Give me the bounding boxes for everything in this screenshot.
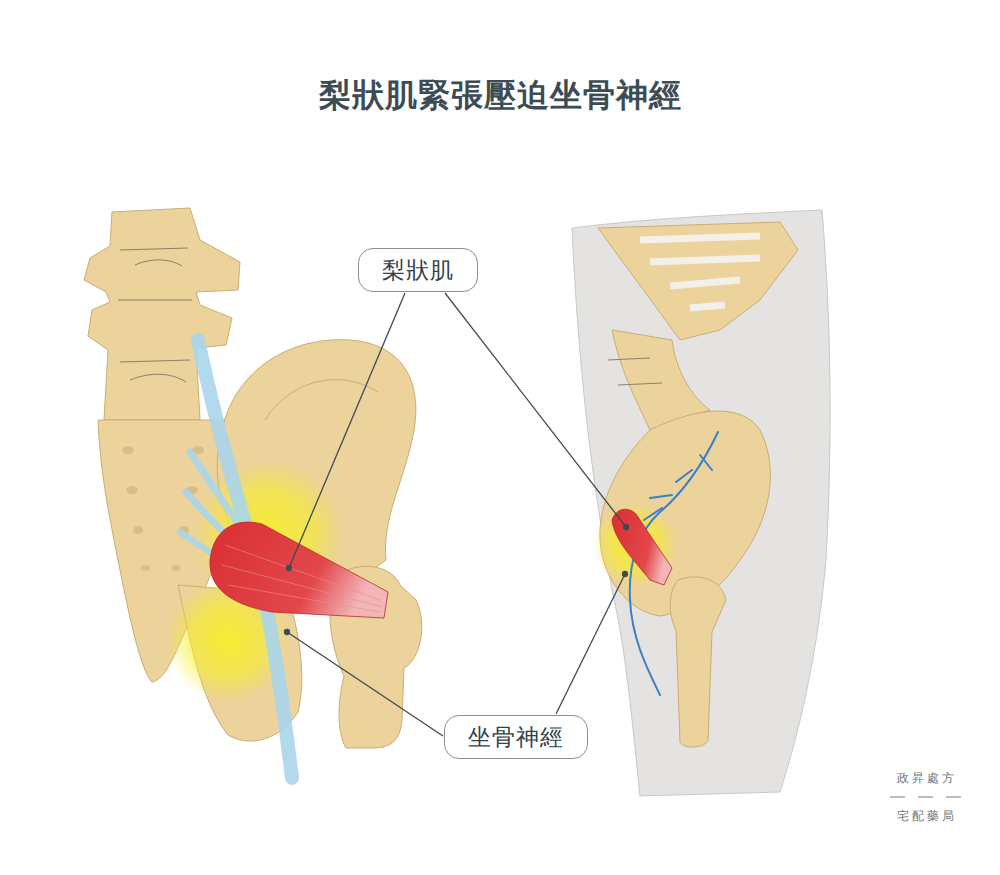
label-box: 坐骨神經 xyxy=(444,715,588,759)
pain-glow xyxy=(593,503,677,587)
watermark: 政昇處方 xyxy=(897,770,957,787)
lateral-skeleton xyxy=(598,222,798,747)
watermark-rule xyxy=(890,796,961,797)
label-box: 梨狀肌 xyxy=(358,248,478,292)
leader-line xyxy=(285,293,629,736)
part-label: 坐骨神經 xyxy=(468,722,564,753)
part-label: 梨狀肌 xyxy=(382,255,454,286)
piriformis-muscle xyxy=(210,522,388,618)
watermark: 宅配藥局 xyxy=(897,808,957,825)
title: 梨狀肌緊張壓迫坐骨神經 xyxy=(0,74,1000,118)
body-silhouette xyxy=(572,210,830,796)
